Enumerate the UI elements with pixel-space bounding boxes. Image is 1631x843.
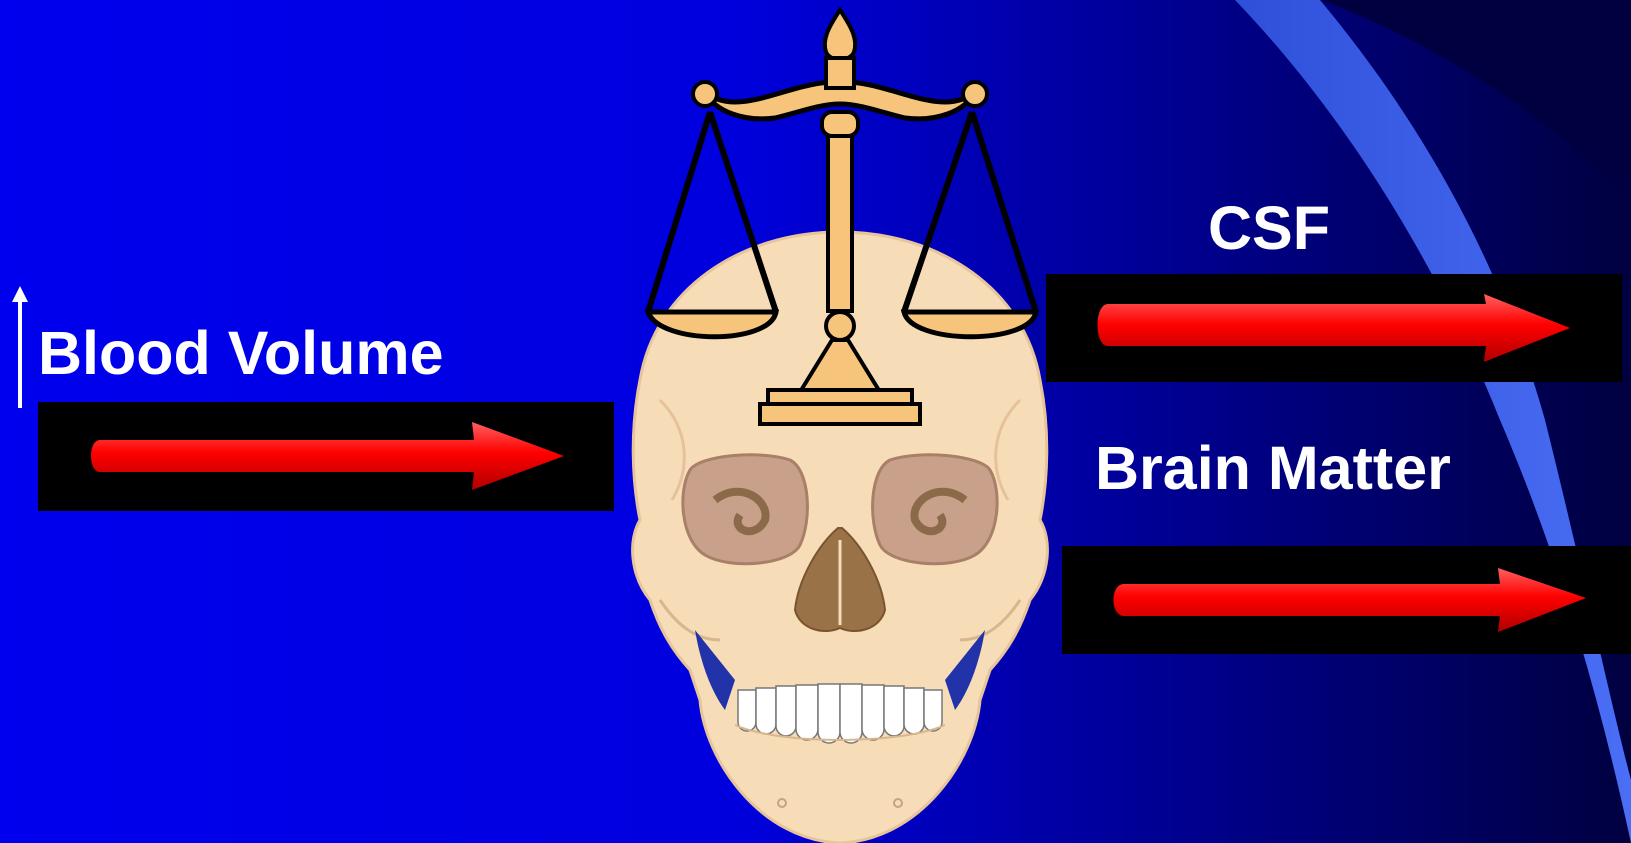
blood-volume-label: Blood Volume	[38, 323, 444, 384]
brain-matter-right-arrow-icon	[1114, 568, 1587, 632]
csf-label: CSF	[1208, 198, 1330, 259]
blood-volume-right-arrow-icon	[91, 422, 564, 490]
increase-up-arrow-icon	[10, 286, 30, 408]
blood-volume-arrow-box	[38, 402, 614, 511]
csf-right-arrow-icon	[1098, 294, 1571, 362]
brain-matter-arrow-box	[1062, 546, 1631, 654]
brain-matter-label: Brain Matter	[1095, 438, 1451, 499]
csf-arrow-box	[1046, 274, 1622, 382]
